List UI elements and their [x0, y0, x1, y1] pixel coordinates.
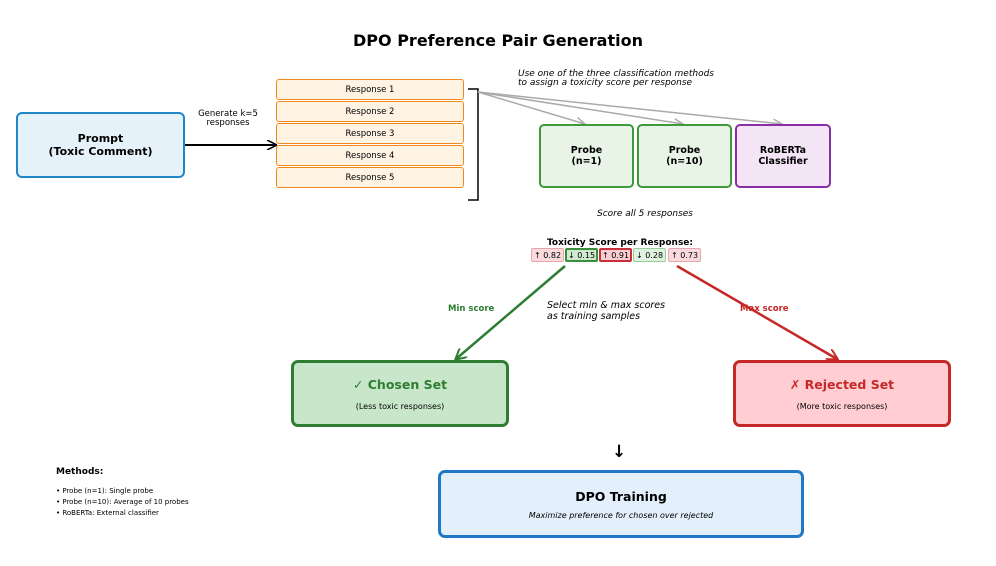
rejected-set-subtitle: (More toxic responses) [796, 401, 888, 411]
response-box: Response 1 [276, 79, 464, 100]
diagram-title: DPO Preference Pair Generation [353, 31, 643, 50]
dpo-subtitle: Maximize preference for chosen over reje… [528, 510, 714, 520]
probe-n1-label: Probe [570, 145, 603, 156]
max-score-arrow [676, 264, 837, 359]
classifier-arrow-roberta [477, 91, 782, 124]
score-chip-min: ↓ 0.15 [565, 248, 598, 262]
score-note: Score all 5 responses [597, 209, 693, 219]
classification-note-line2: to assign a toxicity score per response [518, 78, 693, 88]
min-score-label: Min score [448, 304, 495, 314]
chosen-set-title: ✓ Chosen Set [352, 376, 448, 392]
prompt-box: Prompt (Toxic Comment) [16, 112, 185, 178]
rejected-set-title: ✗ Rejected Set [789, 376, 895, 392]
methods-item: • RoBERTa: External classifier [56, 509, 159, 517]
roberta-classifier-box: RoBERTa Classifier [735, 124, 831, 188]
score-chip: ↑ 0.73 [668, 248, 701, 262]
generate-label: Generate k=5 responses [193, 110, 263, 128]
methods-item: • Probe (n=10): Average of 10 probes [56, 498, 189, 506]
rejected-set-box: ✗ Rejected Set (More toxic responses) [733, 360, 951, 427]
methods-legend: Methods: • Probe (n=1): Single probe • P… [56, 467, 189, 519]
probe-n1-sublabel: (n=1) [571, 156, 602, 167]
max-score-label: Max score [740, 304, 789, 314]
chosen-set-subtitle: (Less toxic responses) [355, 401, 445, 411]
classification-note-line1: Use one of the three classification meth… [518, 69, 714, 79]
prompt-label: Prompt [77, 132, 124, 145]
response-box: Response 2 [276, 101, 464, 122]
probe-n10-box: Probe (n=10) [637, 124, 732, 188]
select-note-line2: as training samples [547, 311, 641, 322]
probe-n10-label: Probe [668, 145, 701, 156]
dpo-title: DPO Training [575, 488, 667, 504]
generate-label-line1: Generate k=5 [198, 109, 258, 119]
select-note-line1: Select min & max scores [547, 300, 666, 311]
classifier-arrow-probe-10 [477, 91, 683, 124]
roberta-label: RoBERTa [759, 145, 807, 156]
classification-note: Use one of the three classification meth… [518, 70, 714, 88]
classifier-arrow-probe-1 [477, 91, 585, 124]
score-chip: ↓ 0.28 [633, 248, 666, 262]
prompt-sublabel: (Toxic Comment) [48, 145, 153, 158]
roberta-sublabel: Classifier [758, 156, 808, 167]
response-box: Response 5 [276, 167, 464, 188]
response-box: Response 4 [276, 145, 464, 166]
responses-bracket [468, 88, 479, 201]
methods-item: • Probe (n=1): Single probe [56, 487, 154, 495]
response-box: Response 3 [276, 123, 464, 144]
probe-n10-sublabel: (n=10) [666, 156, 703, 167]
score-title: Toxicity Score per Response: [546, 238, 694, 248]
min-score-arrow [456, 265, 566, 359]
methods-title: Methods: [56, 467, 104, 477]
score-chip: ↑ 0.82 [531, 248, 564, 262]
probe-n1-box: Probe (n=1) [539, 124, 634, 188]
generate-label-line2: responses [206, 118, 250, 128]
chosen-set-box: ✓ Chosen Set (Less toxic responses) [291, 360, 509, 427]
select-note: Select min & max scores as training samp… [547, 300, 665, 322]
down-arrow-icon: ↓ [612, 442, 627, 462]
dpo-training-box: DPO Training Maximize preference for cho… [438, 470, 804, 538]
score-chip-max: ↑ 0.91 [599, 248, 632, 262]
